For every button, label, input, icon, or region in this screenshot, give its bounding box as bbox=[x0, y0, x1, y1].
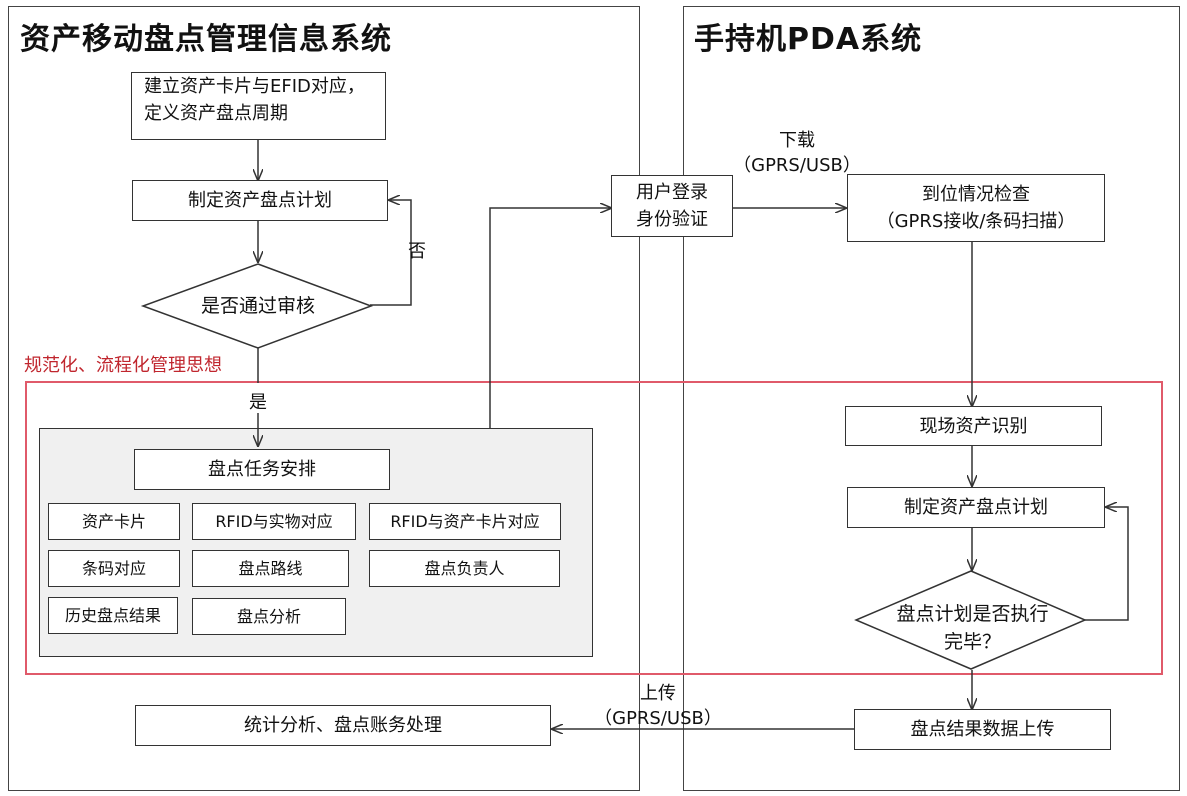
task-item-owner: 盘点负责人 bbox=[369, 550, 560, 587]
task-item-analysis: 盘点分析 bbox=[192, 598, 346, 635]
right-system-panel bbox=[683, 6, 1180, 791]
onsite-identify-step: 现场资产识别 bbox=[845, 406, 1102, 446]
plan-complete-line1: 盘点计划是否执行 bbox=[896, 602, 1049, 625]
task-item-barcode: 条码对应 bbox=[48, 550, 180, 587]
upload-line2: （GPRS/USB） bbox=[594, 708, 722, 729]
create-card-line2: 定义资产盘点周期 bbox=[144, 103, 288, 124]
user-login-line2: 身份验证 bbox=[636, 209, 708, 230]
user-login-step: 用户登录 身份验证 bbox=[611, 175, 733, 237]
arrival-check-step: 到位情况检查 （GPRS接收/条码扫描） bbox=[847, 174, 1105, 242]
plan-complete-decision-text: 盘点计划是否执行 完毕？ bbox=[875, 598, 1070, 658]
download-line1: 下载 bbox=[779, 130, 815, 151]
create-card-line1: 建立资产卡片与EFID对应， bbox=[144, 76, 365, 97]
pda-make-plan-step: 制定资产盘点计划 bbox=[847, 487, 1105, 528]
stats-processing-step: 统计分析、盘点账务处理 bbox=[135, 705, 551, 746]
task-item-rfid-card: RFID与资产卡片对应 bbox=[369, 503, 561, 540]
label-no: 否 bbox=[408, 241, 426, 262]
user-login-line1: 用户登录 bbox=[636, 182, 708, 203]
label-yes: 是 bbox=[249, 392, 267, 413]
arrival-check-line1: 到位情况检查 bbox=[922, 184, 1030, 205]
plan-complete-line2: 完毕？ bbox=[943, 631, 1001, 653]
task-item-route: 盘点路线 bbox=[192, 550, 349, 587]
task-item-rfid-physical: RFID与实物对应 bbox=[192, 503, 356, 540]
result-upload-step: 盘点结果数据上传 bbox=[854, 709, 1111, 750]
review-decision-text: 是否通过审核 bbox=[200, 294, 315, 317]
upload-label: 上传 （GPRS/USB） bbox=[588, 681, 728, 731]
left-system-panel bbox=[8, 6, 640, 791]
task-arrangement-title: 盘点任务安排 bbox=[134, 449, 390, 490]
download-line2: （GPRS/USB） bbox=[733, 155, 861, 176]
task-item-asset-card: 资产卡片 bbox=[48, 503, 180, 540]
right-system-title: 手持机PDA系统 bbox=[694, 22, 923, 57]
plan-complete-diamond bbox=[854, 570, 1087, 670]
arrival-check-line2: （GPRS接收/条码扫描） bbox=[876, 211, 1076, 232]
make-plan-step: 制定资产盘点计划 bbox=[132, 180, 388, 221]
left-system-title: 资产移动盘点管理信息系统 bbox=[20, 22, 392, 57]
highlight-region bbox=[25, 381, 1163, 675]
highlight-label: 规范化、流程化管理思想 bbox=[24, 355, 222, 376]
create-card-step: 建立资产卡片与EFID对应， 定义资产盘点周期 bbox=[131, 72, 386, 140]
upload-line1: 上传 bbox=[640, 683, 676, 704]
download-label: 下载 （GPRS/USB） bbox=[727, 128, 867, 178]
review-diamond bbox=[140, 263, 374, 349]
task-item-history: 历史盘点结果 bbox=[48, 597, 178, 634]
